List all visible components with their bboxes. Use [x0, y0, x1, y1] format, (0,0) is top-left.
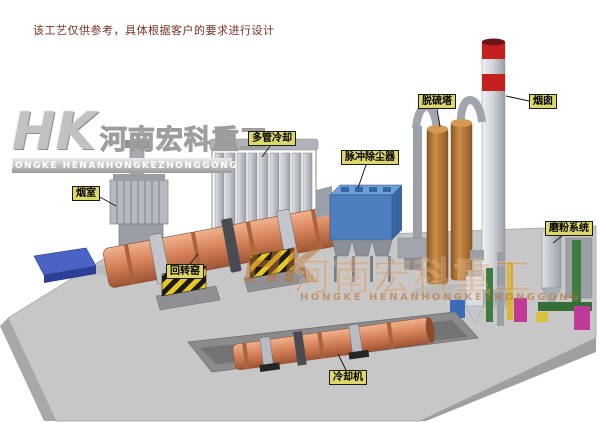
pulse-valve	[341, 187, 349, 192]
kiln-head-duct	[316, 186, 332, 218]
pulse-dust-collector-unit	[329, 184, 403, 282]
magenta-unit	[514, 298, 527, 322]
fan-unit	[397, 237, 427, 270]
pulse-valve	[383, 187, 391, 192]
cooler-gear	[293, 330, 307, 366]
desulfurization-towers	[412, 96, 486, 285]
logo-banner: HONGKE HENANHONGKEZHONGGONG	[6, 158, 237, 174]
chimney-stack	[477, 38, 510, 303]
logo-company-name-cn: 河南宏科重工	[99, 125, 268, 157]
green-duct	[572, 240, 581, 302]
label-desulfurization-tower: 脱硫塔	[418, 94, 456, 109]
label-grinding-system: 磨粉系统	[545, 221, 593, 236]
green-pipe	[486, 268, 493, 322]
auxiliary-equipment-cluster	[450, 252, 527, 326]
label-multi-tube-cooler: 多管冷却	[248, 131, 296, 146]
magenta-unit	[574, 306, 590, 330]
logo-company-name-en: HONGKE HENANHONGKEZHONGGONG	[5, 160, 239, 171]
kiln-support-station-2	[243, 247, 309, 293]
logo-monogram: HK	[12, 102, 96, 162]
grinder-cyclone	[541, 231, 562, 289]
label-pulse-dust-collector: 脉冲除尘器	[341, 150, 399, 165]
hopper	[331, 239, 353, 257]
rotary-kiln	[103, 205, 347, 288]
pulse-valve	[355, 187, 363, 192]
tower-to-chimney-duct	[470, 250, 484, 260]
disclaimer-note: 该工艺仅供参考，具体根据客户的要求进行设计	[33, 24, 275, 37]
label-smoke-chamber: 烟室	[72, 186, 100, 201]
chimney-red-band	[482, 74, 505, 91]
yellow-pipe	[507, 262, 513, 320]
label-chimney: 烟囱	[529, 94, 557, 109]
small-cyclone	[465, 275, 484, 307]
company-logo: HK 河南宏科重工 HONGKE HENANHONGKEZHONGGONG	[6, 102, 267, 174]
blue-pad	[33, 247, 97, 283]
label-leader-lines	[97, 95, 563, 371]
girth-gear	[221, 218, 242, 273]
label-cooling-machine: 冷却机	[329, 370, 367, 385]
cooling-machine-unit	[232, 317, 435, 373]
vertical-pipe	[497, 252, 504, 326]
downcomer-pipe	[413, 126, 422, 256]
chimney-red-band	[482, 42, 505, 59]
hopper	[351, 239, 373, 257]
label-rotary-kiln: 回转窑	[166, 264, 204, 279]
yellow-box	[536, 312, 548, 322]
pulse-valve	[369, 187, 377, 192]
